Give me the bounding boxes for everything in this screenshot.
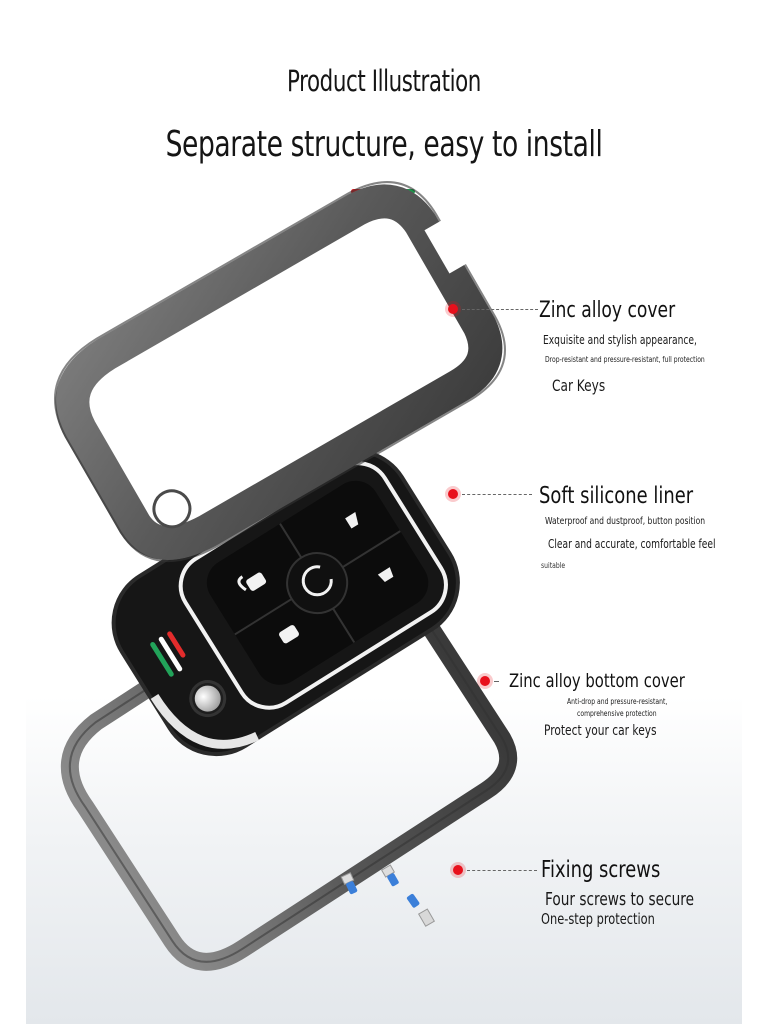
- top-cover: [54, 181, 506, 563]
- callout-line: Anti-drop and pressure-resistant,: [567, 697, 668, 706]
- section-label: Product Illustration: [287, 64, 481, 98]
- page-title: Separate structure, easy to install: [165, 124, 603, 165]
- callout-line: Four screws to secure: [545, 889, 695, 910]
- callout-line: Drop-resistant and pressure-resistant, f…: [545, 355, 705, 364]
- callout-line: Clear and accurate, comfortable feel: [548, 537, 716, 551]
- callout-marker: [453, 865, 463, 875]
- callout-marker: [448, 489, 458, 499]
- callout-title: Soft silicone liner: [539, 483, 694, 509]
- callout-line: Exquisite and stylish appearance,: [543, 333, 697, 347]
- leader-line: [462, 494, 532, 495]
- leader-line: [467, 870, 537, 871]
- callout-line: Waterproof and dustproof, button positio…: [545, 516, 706, 527]
- callout-line: One-step protection: [541, 910, 655, 928]
- callout-marker: [480, 676, 490, 686]
- leader-line: [494, 681, 499, 682]
- fixing-screws: [340, 864, 436, 927]
- callout-title: Zinc alloy cover: [539, 298, 676, 323]
- callout-title: Zinc alloy bottom cover: [509, 670, 685, 692]
- callout-title: Fixing screws: [541, 857, 661, 883]
- callout-line: Protect your car keys: [544, 723, 657, 739]
- callout-line: Car Keys: [552, 376, 606, 395]
- leader-line: [462, 309, 538, 310]
- callout-marker: [448, 304, 458, 314]
- callout-line: comprehensive protection: [577, 709, 657, 718]
- callout-line: suitable: [541, 561, 566, 570]
